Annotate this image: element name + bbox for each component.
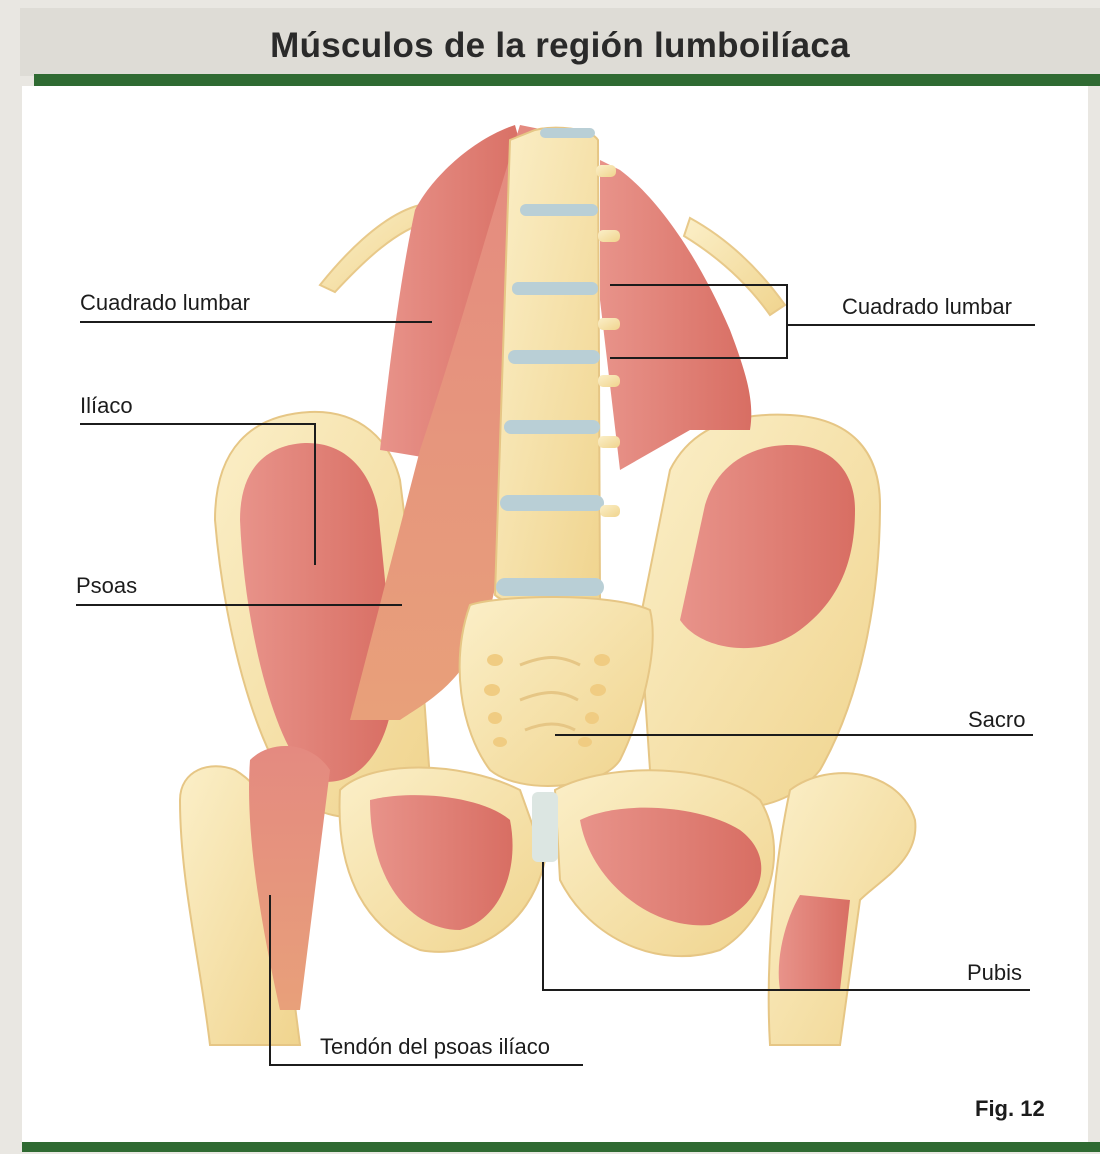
label-psoas: Psoas: [76, 573, 137, 599]
label-sacro: Sacro: [968, 707, 1025, 733]
label-pubis: Pubis: [967, 960, 1022, 986]
pubic-symphysis: [532, 792, 558, 862]
label-cuadrado-lumbar-left: Cuadrado lumbar: [80, 290, 250, 316]
label-iliaco: Ilíaco: [80, 393, 133, 419]
figure-number: Fig. 12: [975, 1096, 1045, 1122]
right-quadratus-lumborum: [600, 160, 751, 470]
label-tendon-psoas-iliaco: Tendón del psoas ilíaco: [320, 1034, 550, 1060]
label-cuadrado-lumbar-right: Cuadrado lumbar: [842, 294, 1012, 320]
